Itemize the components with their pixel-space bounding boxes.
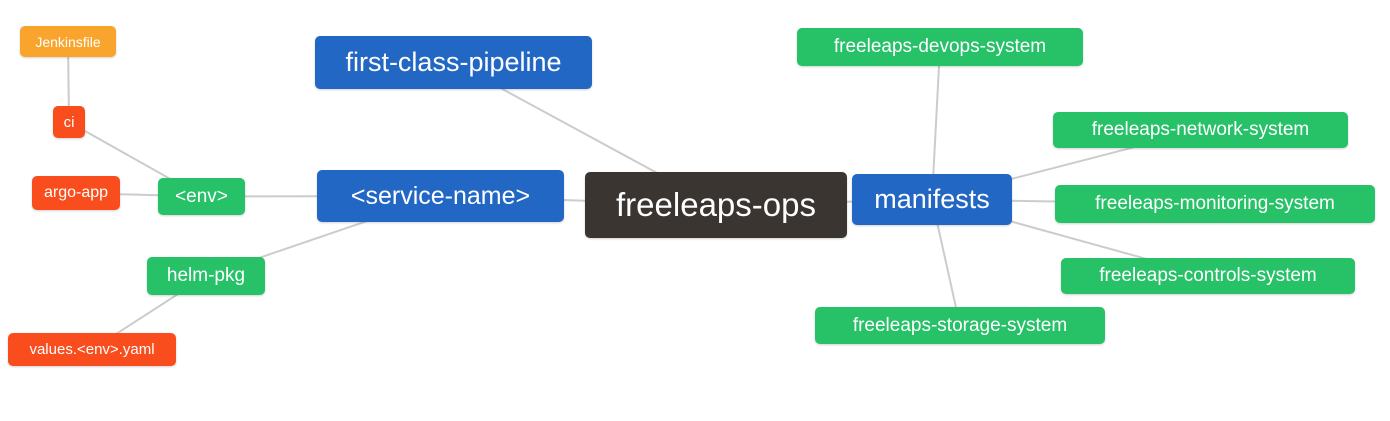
node-manifests[interactable]: manifests xyxy=(852,174,1012,225)
node-helm-pkg[interactable]: helm-pkg xyxy=(147,257,265,295)
node-controls-system[interactable]: freeleaps-controls-system xyxy=(1061,258,1355,294)
node-devops-system[interactable]: freeleaps-devops-system xyxy=(797,28,1083,66)
node-network-system[interactable]: freeleaps-network-system xyxy=(1053,112,1348,148)
node-first-class-pipeline[interactable]: first-class-pipeline xyxy=(315,36,592,89)
node-monitoring-system[interactable]: freeleaps-monitoring-system xyxy=(1055,185,1375,223)
node-storage-system[interactable]: freeleaps-storage-system xyxy=(815,307,1105,344)
node-jenkinsfile[interactable]: Jenkinsfile xyxy=(20,26,116,57)
node-values-env-yaml[interactable]: values.<env>.yaml xyxy=(8,333,176,366)
node-env[interactable]: <env> xyxy=(158,178,245,215)
node-service-name[interactable]: <service-name> xyxy=(317,170,564,222)
node-ci[interactable]: ci xyxy=(53,106,85,138)
node-freeleaps-ops[interactable]: freeleaps-ops xyxy=(585,172,847,238)
node-argo-app[interactable]: argo-app xyxy=(32,176,120,210)
